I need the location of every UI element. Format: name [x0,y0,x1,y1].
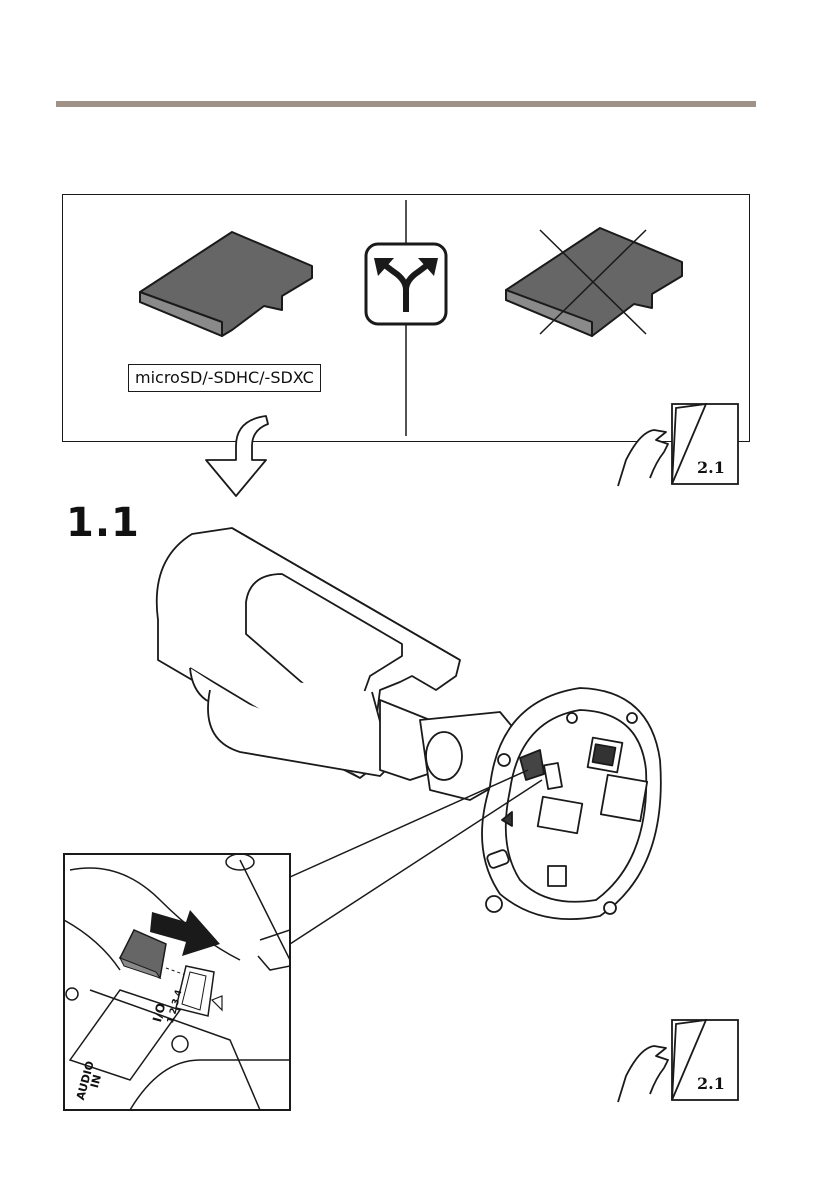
detail-inset [64,854,290,1110]
fork-arrow-icon [366,244,446,324]
supported-card-icon [140,232,312,336]
down-arrow-icon [206,416,268,496]
page-ref-label: 2.1 [697,458,725,477]
page-ref-label: 2.1 [697,1074,725,1093]
supported-card-label: microSD/-SDHC/-SDXC [128,364,321,392]
crossed-card-icon [506,228,682,336]
step-number: 1.1 [66,500,140,546]
